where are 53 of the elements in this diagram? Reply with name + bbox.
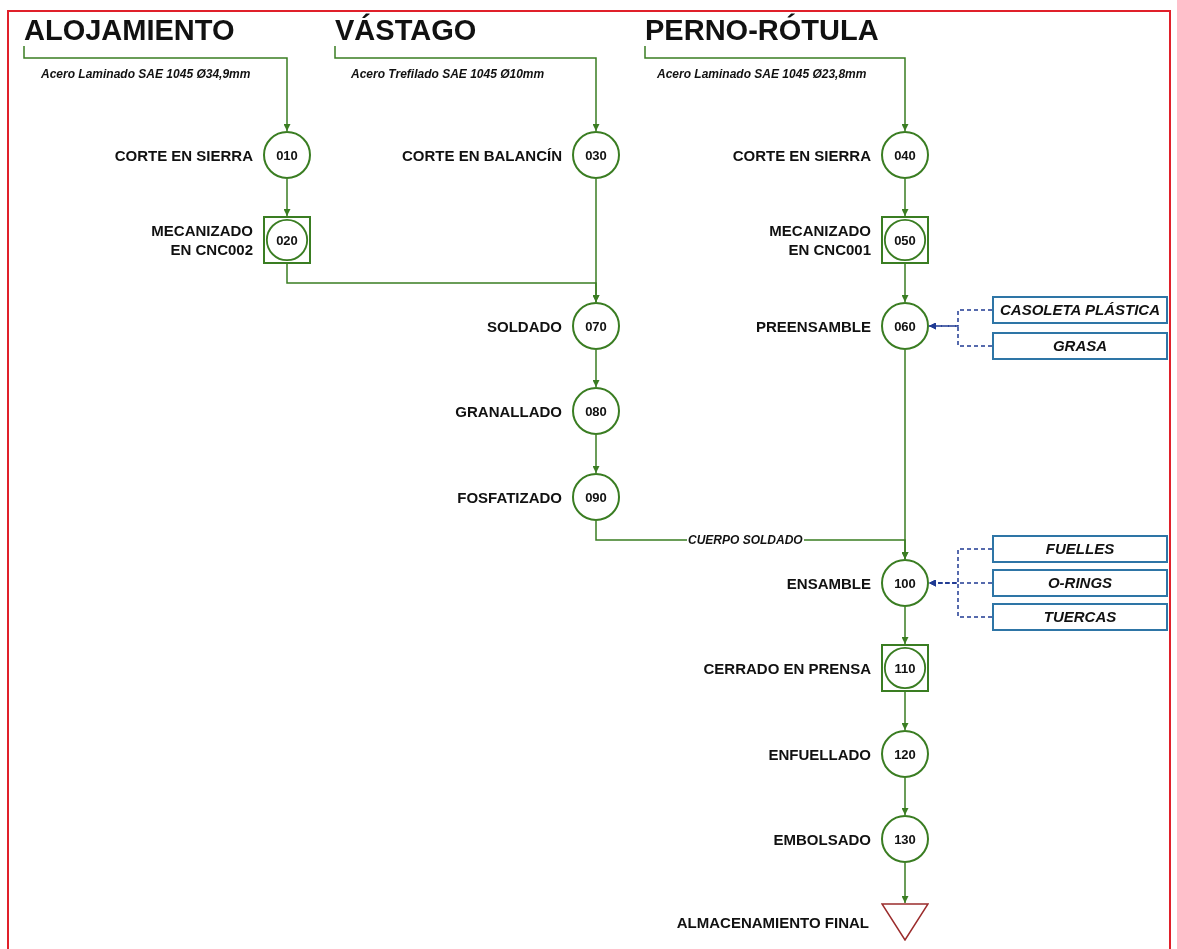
arrow: [928, 579, 993, 618]
operation-number: 130: [893, 831, 917, 847]
operation-number: 030: [584, 147, 608, 163]
operation-label: MECANIZADO EN CNC002: [150, 221, 253, 259]
operation-label: PREENSAMBLE: [756, 316, 871, 336]
arrow: [901, 349, 909, 560]
operation-label: MECANIZADO EN CNC001: [768, 221, 871, 259]
material-box: TUERCAS: [992, 603, 1168, 631]
operation-number: 060: [893, 318, 917, 334]
material-box: CASOLETA PLÁSTICA: [992, 296, 1168, 324]
edge-label: Acero Laminado SAE 1045 Ø34,9mm: [40, 67, 252, 82]
operation-number: 110: [893, 660, 917, 676]
operation-label: SOLDADO: [487, 316, 562, 336]
operation-label: ALMACENAMIENTO FINAL: [676, 912, 869, 932]
part-heading: VÁSTAGO: [335, 14, 485, 46]
operation-number: 070: [584, 318, 608, 334]
operation-number: 120: [893, 746, 917, 762]
arrow: [928, 322, 993, 347]
operation-label: CERRADO EN PRENSA: [703, 658, 871, 678]
arrow: [592, 349, 600, 388]
part-heading: ALOJAMIENTO: [24, 14, 234, 46]
arrow: [901, 777, 909, 816]
operation-number: 050: [893, 232, 917, 248]
operation-label: CORTE EN SIERRA: [114, 145, 253, 165]
operation-number: 020: [275, 232, 299, 248]
operation-label: ENFUELLADO: [768, 744, 871, 764]
arrow: [928, 309, 993, 330]
arrow: [23, 45, 291, 132]
operation-number: 040: [893, 147, 917, 163]
material-box: FUELLES: [992, 535, 1168, 563]
operation-number: 090: [584, 489, 608, 505]
operation-label: ENSAMBLE: [786, 573, 871, 593]
operation-label: GRANALLADO: [455, 401, 562, 421]
operation-label: CORTE EN SIERRA: [732, 145, 871, 165]
operation-number: 080: [584, 403, 608, 419]
material-box: GRASA: [992, 332, 1168, 360]
operation-label: CORTE EN BALANCÍN: [402, 145, 562, 165]
operation-label: FOSFATIZADO: [457, 487, 562, 507]
operation-number: 100: [893, 575, 917, 591]
material-box: O-RINGS: [992, 569, 1168, 597]
arrow: [901, 862, 909, 904]
arrow: [334, 45, 600, 132]
arrow: [901, 691, 909, 731]
operation-number: 010: [275, 147, 299, 163]
edge-label: Acero Laminado SAE 1045 Ø23,8mm: [656, 67, 868, 82]
arrow: [283, 178, 291, 217]
arrow: [592, 434, 600, 474]
operation-label: EMBOLSADO: [773, 829, 871, 849]
arrow: [644, 45, 909, 132]
arrow: [901, 263, 909, 303]
arrow: [592, 178, 600, 303]
arrow: [901, 606, 909, 645]
arrow: [901, 178, 909, 217]
